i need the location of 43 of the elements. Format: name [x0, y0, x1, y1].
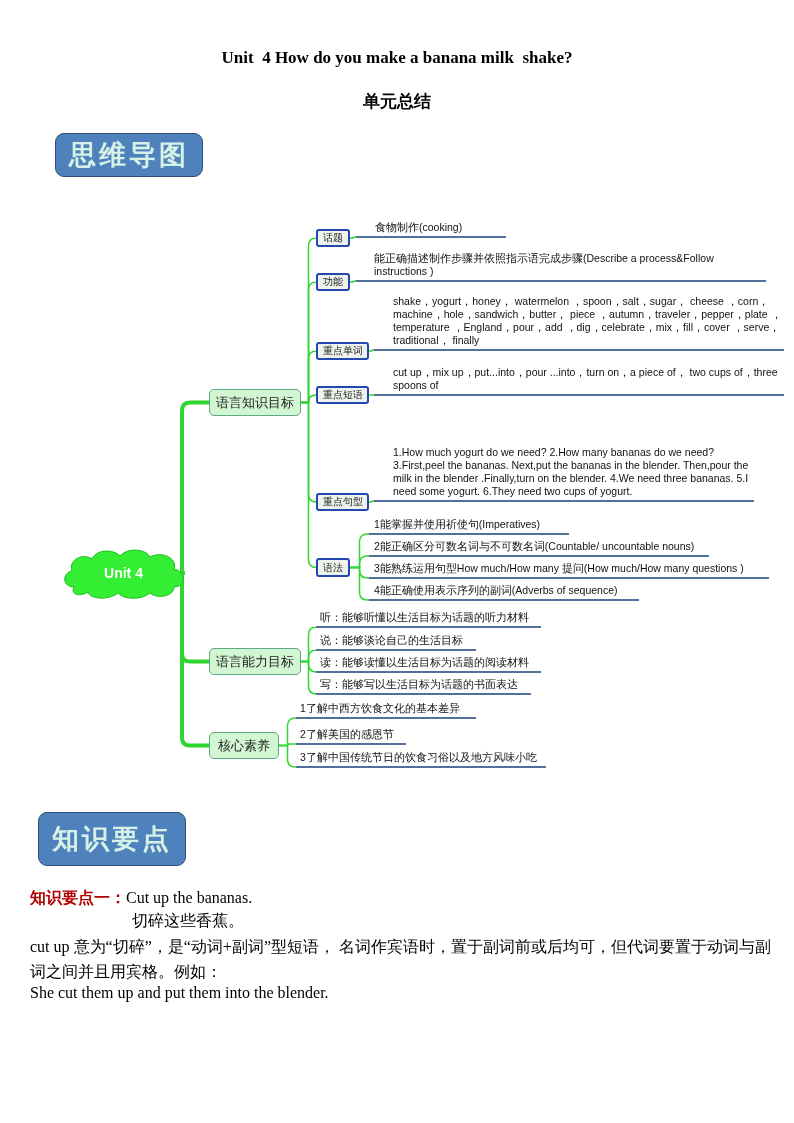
topic-box: 功能 [316, 273, 350, 291]
branch-line [349, 280, 357, 283]
branch-text: 2了解美国的感恩节 [296, 726, 406, 745]
example-sentence: She cut them up and put them into the blender. [30, 984, 330, 1002]
section-heading: 知识要点一： [30, 889, 126, 906]
branch-box: 语言能力目标 [209, 648, 301, 675]
branch-line [368, 349, 375, 352]
branch-text: 读：能够读懂以生活目标为话题的阅读材料 [316, 654, 541, 673]
branch-line [368, 500, 375, 503]
branch-line [368, 394, 375, 396]
branch-line [300, 660, 318, 695]
branch-text: shake，yogurt，honey， watermelon ，spoon，salt，sugar， cheese ，corn，machine，hole，sandwich，butter， piece ，autumn，traveler，pepper，plate ， temperature ，England，pour，add ，dig，celebrate，mix，fill，cover ，serve，traditional， finally [374, 284, 784, 351]
branch-text: 1了解中西方饮食文化的基本差异 [296, 700, 476, 719]
title: Unit 4 How do you make a banana milk shake? [220, 48, 574, 68]
subtitle: 单元总结 [362, 90, 432, 113]
branch-text: cut up，mix up，put...into，pour ...into，turn on，a piece of， two cups of，three spoons of [374, 358, 784, 396]
section-banner: 思维导图 [55, 133, 203, 177]
translation: 切碎这些香蕉。 [132, 911, 244, 931]
branch-text: 1.How much yogurt do we need? 2.How many bananas do we need? 3.First,peel the bananas. Next,put the bananas in the blender. Then,pour the milk in the blender .Finally,turn on the blender. 4.We need three bananas. 5.I need some yogurt. 6.They need two cups of yogurt. [374, 403, 754, 502]
branch-text: 3了解中国传统节日的饮食习俗以及地方风味小吃 [296, 749, 546, 768]
topic-box: 重点句型 [316, 493, 369, 511]
branch-text: 3能熟练运用句型How much/How many 提问(How much/How many questions ) [369, 560, 769, 579]
explanation-paragraph: cut up 意为“切碎”，是“动词+副词”型短语， 名词作宾语时，置于副词前或后均可，但代词要置于动词与副词之间并且用宾格。例如： [30, 937, 772, 982]
branch-line [278, 744, 297, 768]
branch-line [349, 236, 357, 239]
branch-box: 核心素养 [209, 732, 279, 759]
branch-text: 2能正确区分可数名词与不可数名词(Countable/ uncountable nouns) [369, 538, 709, 557]
topic-box: 重点单词 [316, 342, 369, 360]
branch-text: 1能掌握并使用祈使句(Imperatives) [369, 516, 569, 535]
branch-text: 说：能够谈论自己的生活目标 [316, 632, 476, 651]
branch-line [300, 401, 318, 569]
branch-text: 能正确描述制作步骤并依照指示语完成步骤(Describe a process&Follow instructions ) [356, 247, 766, 282]
branch-text: 听：能够听懂以生活目标为话题的听力材料 [316, 609, 541, 628]
example-sentence: Cut up the bananas. [126, 889, 253, 906]
topic-box: 重点短语 [316, 386, 369, 404]
branch-text: 食物制作(cooking) [356, 219, 506, 238]
topic-box: 语法 [316, 558, 350, 577]
branch-box: 语言知识目标 [209, 389, 301, 416]
branch-text: 写：能够写以生活目标为话题的书面表达 [316, 676, 531, 695]
branch-line [349, 566, 370, 601]
section-banner: 知识要点 [38, 812, 186, 866]
topic-box: 话题 [316, 229, 350, 247]
branch-text: 4能正确使用表示序列的副词(Adverbs of sequence) [369, 582, 639, 601]
